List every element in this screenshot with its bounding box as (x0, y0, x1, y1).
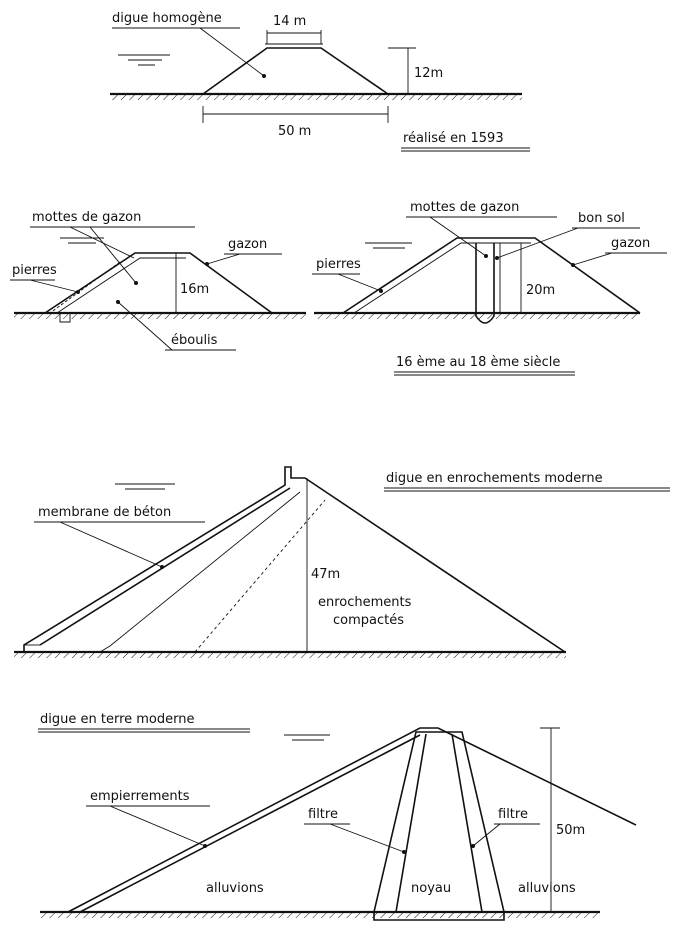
crest-width-label: 14 m (273, 14, 306, 29)
filter-boundary (395, 733, 483, 913)
turf-layer (49, 261, 121, 314)
leader-line (109, 805, 206, 847)
soil-label: bon sol (578, 211, 625, 226)
leader-dot (495, 256, 499, 260)
filter-right-label: filtre (498, 807, 528, 822)
leader-line (199, 27, 265, 77)
dike-profile (44, 252, 273, 314)
fill-label-line2: compactés (333, 613, 404, 628)
grass-label: gazon (228, 237, 267, 252)
section-homogeneous-dike: 14 m 12m 50 m digue homogène réalisé en … (110, 11, 530, 152)
leader-line (472, 823, 501, 847)
transition-zone (99, 491, 301, 653)
filter-left-label: filtre (308, 807, 338, 822)
ground-hatch (14, 313, 306, 319)
height-label: 20m (526, 283, 555, 298)
ground-hatch (314, 313, 640, 319)
height-label: 12m (414, 66, 443, 81)
turf-label: mottes de gazon (32, 210, 141, 225)
leader-line (206, 253, 241, 265)
ground-hatch (110, 94, 522, 100)
leader-dot (379, 289, 383, 293)
leader-line (89, 226, 137, 284)
zone-boundary (194, 499, 326, 653)
ground-hatch (14, 652, 566, 658)
riprap-layer (79, 734, 421, 913)
leader-dot (76, 290, 80, 294)
section-title: digue homogène (112, 11, 222, 26)
leader-line (429, 216, 487, 257)
membrane-surface (39, 487, 291, 646)
fill-label: éboulis (171, 333, 218, 348)
riprap-label: empierrements (90, 789, 190, 804)
leader-line (29, 279, 79, 293)
leader-dot (205, 262, 209, 266)
dike-profile (342, 237, 641, 314)
stones-label: pierres (12, 263, 57, 278)
section-title: digue en enrochements moderne (386, 471, 603, 486)
fill-label-line1: enrochements (318, 595, 412, 610)
section-historic-dike-right: 20m mottes de gazon bon sol pierres gazo… (312, 200, 667, 376)
date-label: 16 ème au 18 ème siècle (396, 355, 560, 370)
base-width-label: 50 m (278, 124, 311, 139)
leader-line (329, 823, 405, 853)
leader-dot (203, 844, 207, 848)
leader-line (117, 301, 173, 351)
dam-profile (67, 727, 637, 913)
leader-line (496, 227, 579, 259)
section-title: digue en terre moderne (40, 712, 194, 727)
ground-hatch (40, 912, 600, 918)
dam-profile (23, 466, 566, 653)
dike-profile (202, 47, 389, 95)
leader-dot (571, 263, 575, 267)
grass-label: gazon (611, 236, 650, 251)
core-wall (475, 243, 495, 324)
leader-dot (471, 844, 475, 848)
leader-dot (402, 850, 406, 854)
turf-label: mottes de gazon (410, 200, 519, 215)
leader-line (59, 521, 163, 568)
date-label: réalisé en 1593 (403, 131, 504, 146)
height-label: 47m (311, 567, 340, 582)
inner-layer (353, 242, 531, 314)
leader-dot (134, 281, 138, 285)
section-earthfill-dam: 50m alluvions noyau alluvions filtre fil… (38, 712, 637, 921)
stones-label: pierres (316, 257, 361, 272)
height-label: 50m (556, 823, 585, 838)
leader-line (572, 252, 613, 266)
leader-dot (160, 565, 164, 569)
toe-trench (59, 313, 71, 323)
leader-dot (116, 300, 120, 304)
left-fill-label: alluvions (206, 881, 264, 896)
section-rockfill-dam: 47m enrochements compactés membrane de b… (14, 466, 670, 658)
inner-layer (56, 257, 186, 314)
leader-dot (484, 254, 488, 258)
leader-line (69, 226, 135, 259)
core-label: noyau (411, 881, 451, 896)
right-fill-label: alluvions (518, 881, 576, 896)
leader-dot (262, 74, 266, 78)
height-label: 16m (180, 282, 209, 297)
leader-line (337, 273, 382, 292)
section-historic-dike-left: 16m mottes de gazon pierres gazon ébouli… (10, 210, 306, 351)
membrane-label: membrane de béton (38, 505, 171, 520)
